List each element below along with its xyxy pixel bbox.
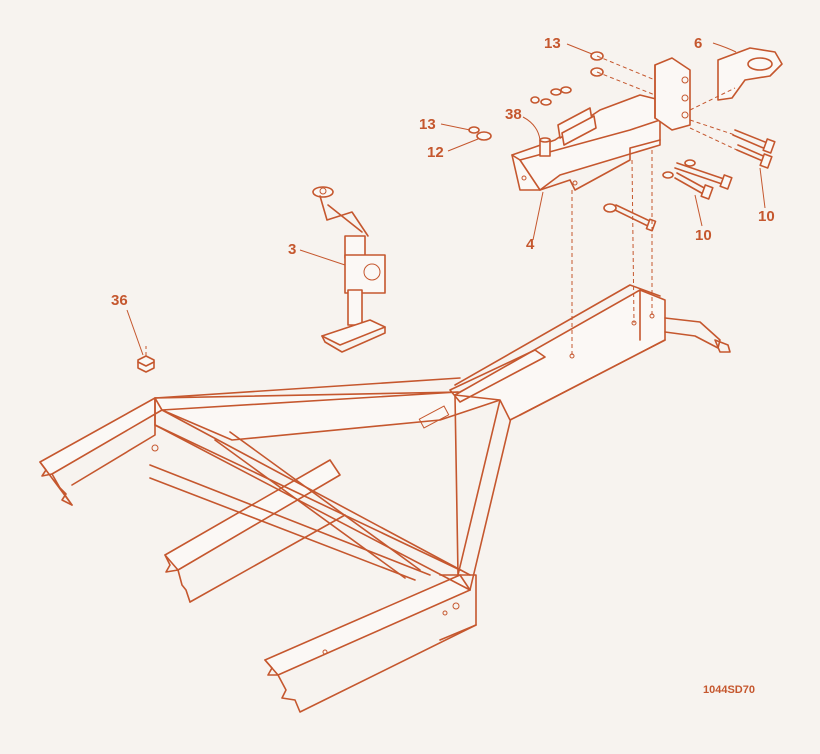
callout-13-top: 13 (544, 35, 561, 52)
figure-code: 1044SD70 (703, 684, 755, 696)
hitch-bracket (511, 57, 691, 191)
callout-12: 12 (427, 144, 444, 161)
callout-leaders (126, 42, 766, 356)
callout-4: 4 (526, 236, 535, 253)
callout-6: 6 (694, 35, 702, 52)
main-frame (39, 284, 731, 713)
callout-10-right: 10 (758, 208, 775, 225)
callout-10-mid: 10 (695, 227, 712, 244)
hitch-ring (717, 47, 783, 101)
hardware (468, 51, 776, 232)
callout-3: 3 (288, 241, 296, 258)
jack-assembly (312, 186, 386, 353)
nut-36 (137, 355, 155, 373)
callout-13-left: 13 (419, 116, 436, 133)
callout-36: 36 (111, 292, 128, 309)
callout-labels: 6 13 13 12 38 4 3 36 10 10 1044SD70 (111, 35, 775, 696)
callout-38: 38 (505, 106, 522, 123)
assembly-guide-lines (145, 55, 738, 356)
